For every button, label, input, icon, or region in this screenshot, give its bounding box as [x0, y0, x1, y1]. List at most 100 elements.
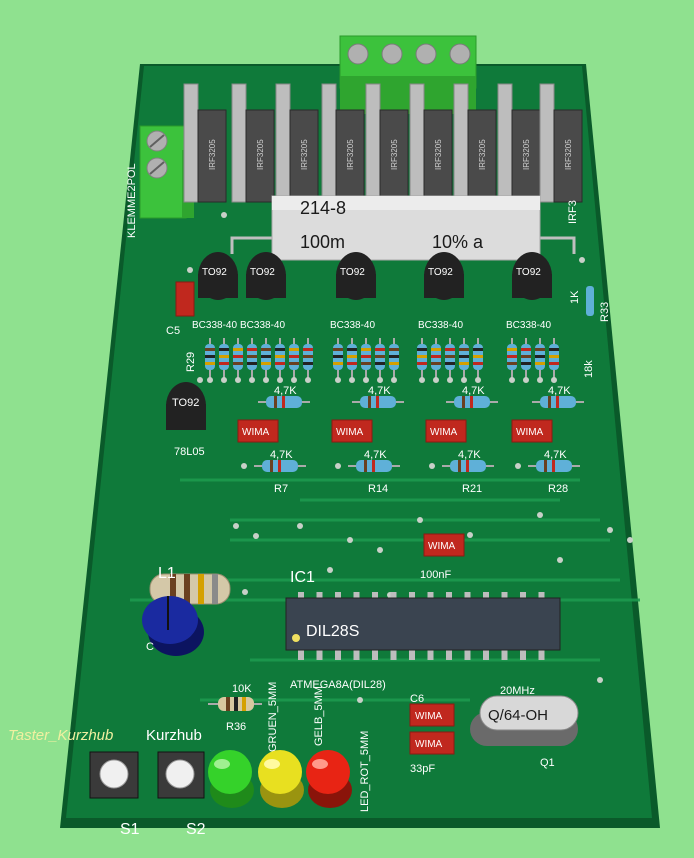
wima-label: WIMA: [516, 427, 544, 438]
s1-label: S1: [120, 821, 140, 838]
k1-label: 1K: [569, 290, 581, 304]
terminal-left-label: KLEMME2POL: [126, 163, 138, 238]
cap-33pf: WIMA 33pF: [409, 731, 455, 775]
mosfet-label: IRF3205: [434, 139, 443, 170]
c6-wima: WIMA: [415, 711, 443, 722]
screw-3: [415, 43, 437, 65]
block-r-label: R21: [462, 483, 482, 495]
vertical-resistor: [289, 338, 299, 383]
cap-100nf: WIMA 100nF: [420, 533, 465, 581]
terminal-left: KLEMME2POL: [126, 125, 194, 238]
power-resistor: 214-8 100m 10% a: [230, 195, 576, 261]
k47-label: 4,7K: [270, 449, 293, 461]
led-yellow: [258, 750, 304, 808]
r33-label: R33: [599, 302, 611, 322]
k47-label: 4,7K: [458, 449, 481, 461]
k18-label: 18k: [583, 360, 595, 378]
vertical-resistor: [535, 338, 545, 383]
regulator-package: TO92: [172, 397, 199, 409]
vertical-resistor: [233, 338, 243, 383]
mosfet-label: IRF3205: [208, 139, 217, 170]
to92-part: BC338-40: [240, 320, 285, 331]
power-resistor-line2-right: 10% a: [432, 232, 484, 252]
to92-part: BC338-40: [418, 320, 463, 331]
regulator: TO92 78L05: [166, 382, 206, 458]
wima-label: WIMA: [242, 427, 270, 438]
led-red-label: LED_ROT_5MM: [359, 731, 371, 812]
wima-label: WIMA: [430, 427, 458, 438]
mosfet: IRF3205: [275, 83, 319, 203]
vertical-resistor: [219, 338, 229, 383]
block-r-label: R28: [548, 483, 568, 495]
mosfet: IRF3205: [321, 83, 365, 203]
vertical-resistor: [205, 338, 215, 383]
l1-label: L1: [158, 565, 176, 582]
regulator-label: 78L05: [174, 446, 205, 458]
mosfet: IRF3205: [365, 83, 409, 203]
mosfet-label: IRF3205: [564, 139, 573, 170]
vertical-resistor: [389, 338, 399, 383]
ic1-label: IC1: [290, 569, 315, 586]
c5-label: C5: [166, 325, 180, 337]
crystal-q1: Q/64-OH 20MHz Q1: [470, 685, 579, 769]
vertical-resistor: [247, 338, 257, 383]
terminal-top: [339, 35, 477, 114]
ic-pins: [298, 592, 545, 660]
switch-s1: S1: [89, 751, 140, 838]
vertical-resistor: [507, 338, 517, 383]
tasten2-label: Kurzhub: [146, 727, 202, 744]
mosfet-label: IRF3205: [256, 139, 265, 170]
mhz20-label: 20MHz: [500, 685, 535, 697]
vertical-resistor: [361, 338, 371, 383]
cap-blue-label: C: [146, 641, 154, 653]
to92-package: TO92: [428, 267, 453, 278]
mosfet: IRF3205: [409, 83, 453, 203]
to92-package: TO92: [340, 267, 365, 278]
vertical-resistor: [549, 338, 559, 383]
vertical-resistor: [333, 338, 343, 383]
ic-sub: ATMEGA8A(DIL28): [290, 679, 386, 691]
vertical-resistor: [347, 338, 357, 383]
cap-100nf-label: 100nF: [420, 569, 451, 581]
cap-blue: C: [142, 596, 204, 656]
pads: [187, 212, 633, 703]
cap-100nf-wima: WIMA: [428, 541, 456, 552]
led-green: [208, 750, 254, 808]
k47-label: 4,7K: [462, 385, 485, 397]
mosfet-label: IRF3205: [390, 139, 399, 170]
screw-2: [381, 43, 403, 65]
mosfet: IRF3205: [453, 83, 497, 203]
led-red: [306, 750, 352, 808]
mosfet-label: IRF3205: [346, 139, 355, 170]
k47-label: 4,7K: [368, 385, 391, 397]
mosfet-label: IRF3205: [522, 139, 531, 170]
r29-label: R29: [185, 352, 197, 372]
pf33-wima: WIMA: [415, 739, 443, 750]
mosfet-row: IRF3205 IRF3205 IRF3205 IRF3205 IRF3205 IRF32…: [183, 83, 583, 203]
vertical-resistor: [303, 338, 313, 383]
to92-part: BC338-40: [330, 320, 375, 331]
resistor-r36: 10K R36: [208, 683, 262, 733]
k47-label: 4,7K: [364, 449, 387, 461]
pf33-label: 33pF: [410, 763, 435, 775]
vertical-resistor: [275, 338, 285, 383]
k10-label: 10K: [232, 683, 252, 695]
to92-package: TO92: [516, 267, 541, 278]
tasten-label: Taster_Kurzhub: [8, 727, 113, 744]
vertical-resistor: [375, 338, 385, 383]
crystal-label: Q/64-OH: [488, 707, 548, 724]
k47-label: 4,7K: [274, 385, 297, 397]
vertical-resistor: [261, 338, 271, 383]
ic-name: DIL28S: [306, 623, 359, 640]
wima-label: WIMA: [336, 427, 364, 438]
to92-package: TO92: [202, 267, 227, 278]
to92-part: BC338-40: [506, 320, 551, 331]
ic-dil28: DIL28S ATMEGA8A(DIL28): [285, 592, 561, 691]
vertical-resistor-array: [205, 338, 559, 383]
k47-label: 4,7K: [548, 385, 571, 397]
power-resistor-line2-left: 100m: [300, 232, 345, 252]
